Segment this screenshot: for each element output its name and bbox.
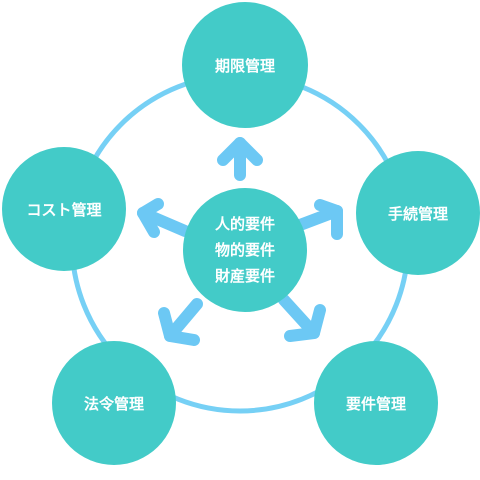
node-deadline-management: 期限管理 xyxy=(182,2,308,128)
center-line-3: 財産要件 xyxy=(214,267,275,285)
node-law-management: 法令管理 xyxy=(52,341,176,465)
arrow-down-left-icon xyxy=(158,298,203,346)
arrow-up-icon xyxy=(217,137,263,181)
node-label: コスト管理 xyxy=(26,200,102,219)
node-requirement-management: 要件管理 xyxy=(314,341,438,465)
arrow-right-icon xyxy=(294,199,343,240)
center-line-2: 物的要件 xyxy=(214,241,275,259)
node-label: 期限管理 xyxy=(214,56,275,75)
node-label: 法令管理 xyxy=(83,394,144,413)
arrow-down-right-icon xyxy=(278,294,326,342)
node-label: 手続管理 xyxy=(387,204,448,223)
center-line-1: 人的要件 xyxy=(214,215,275,233)
center-node: 人的要件 物的要件 財産要件 xyxy=(183,188,307,312)
node-procedure-management: 手続管理 xyxy=(356,151,480,275)
node-label: 要件管理 xyxy=(345,394,406,413)
node-cost-management: コスト管理 xyxy=(2,147,126,271)
arrow-left-icon xyxy=(137,198,191,238)
